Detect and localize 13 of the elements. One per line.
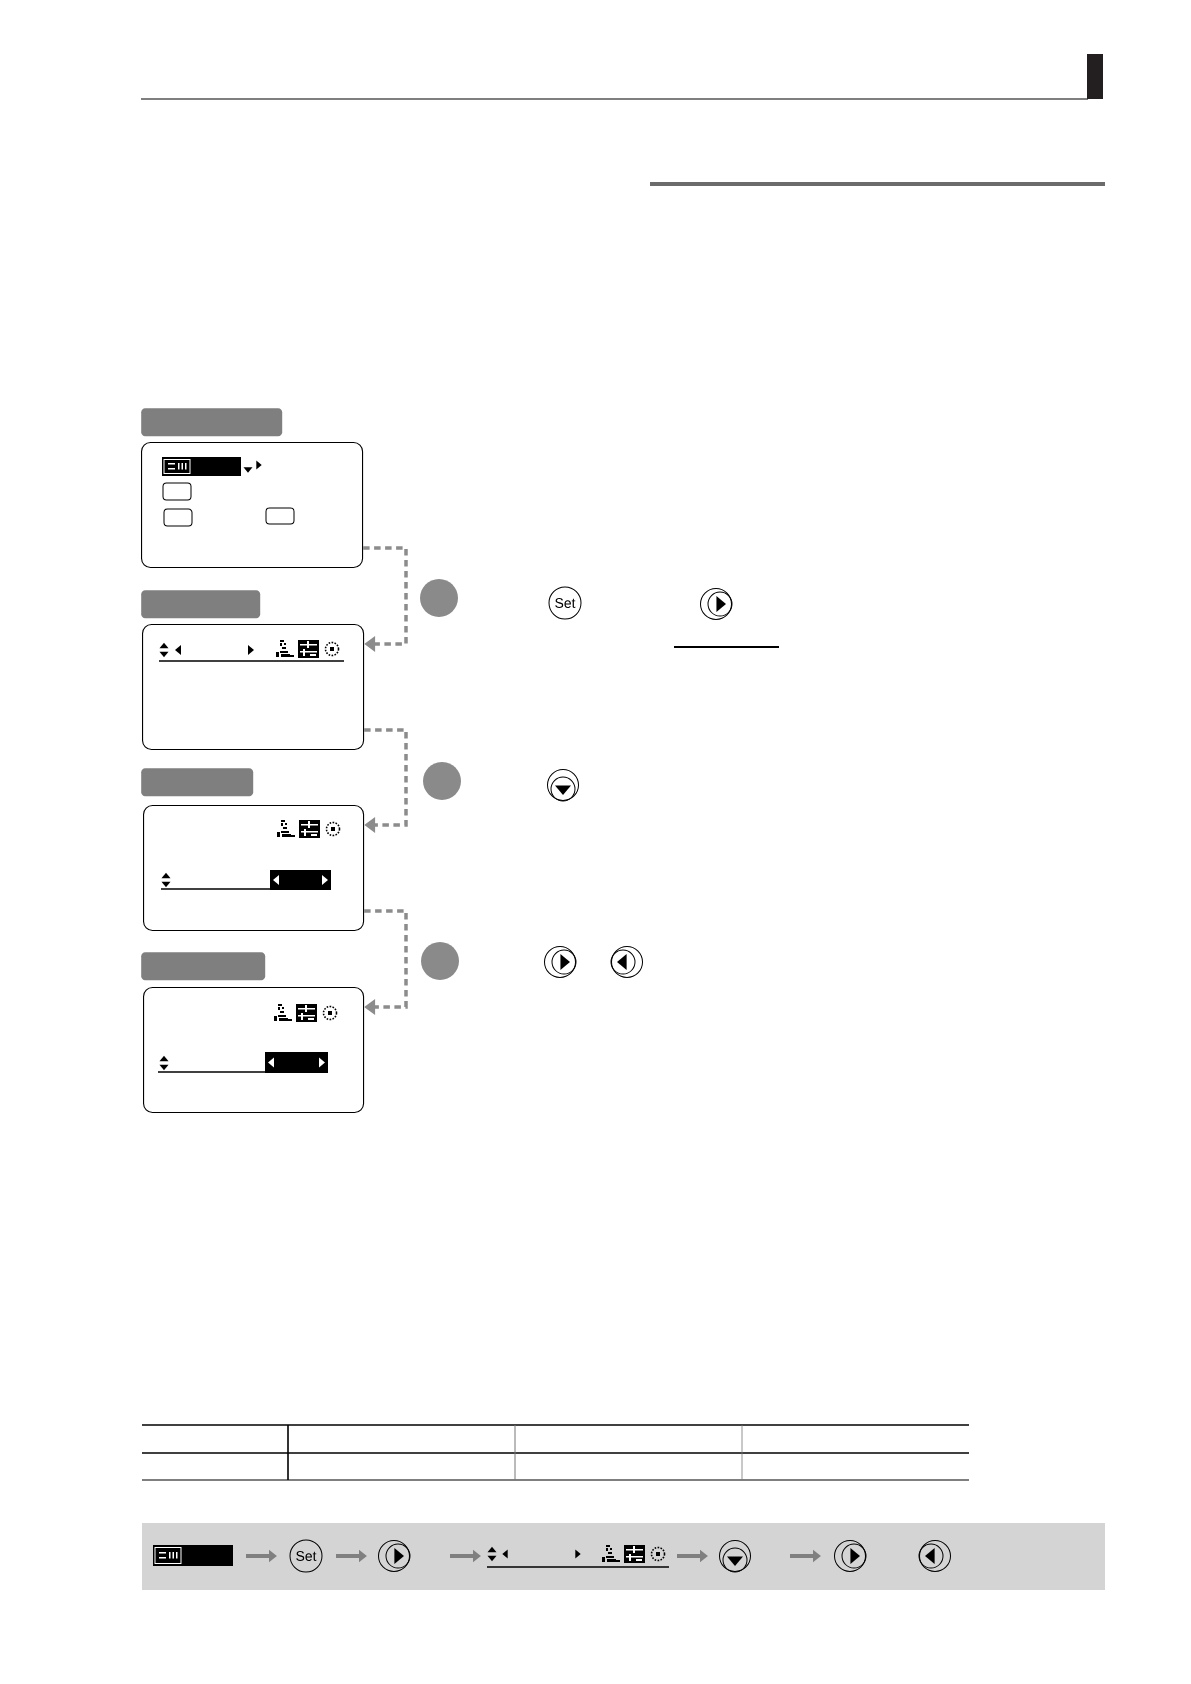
lcd-screen [143, 805, 365, 932]
arrow [363, 546, 408, 652]
lcd-screen [142, 624, 365, 751]
arrow [364, 728, 408, 833]
set-button: Set [548, 586, 582, 620]
title-tab [141, 768, 254, 797]
set-button: Set [289, 1539, 323, 1573]
lcd-screen [141, 442, 364, 569]
title-tab [141, 590, 261, 619]
lcd-screen [143, 987, 365, 1114]
arrow [364, 909, 408, 1015]
title-tab [141, 408, 283, 437]
title-tab [141, 952, 266, 981]
